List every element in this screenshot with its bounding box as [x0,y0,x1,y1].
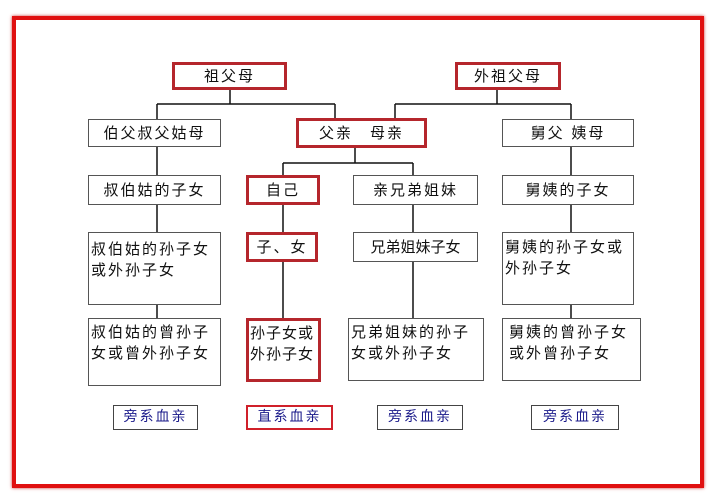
node-maternal-great-grandchildren: 舅姨的曾孙子女或外曾孙子女 [502,318,641,381]
line-maternal-grandparents [394,90,572,119]
node-grandchildren: 孙子女或外孙子女 [246,318,321,382]
diagram-frame [12,16,704,488]
node-self: 自己 [246,175,320,205]
line-parents [282,148,414,175]
node-siblings-children: 兄弟姐妹子女 [353,232,478,262]
node-siblings-grandchildren: 兄弟姐妹的孙子女或外孙子女 [348,318,484,381]
node-grandparents: 祖父母 [172,62,287,90]
node-paternal-cousins: 叔伯姑的子女 [88,175,221,205]
label-collateral: 旁系血亲 [531,405,619,430]
line-grandparents [156,90,336,119]
node-paternal-uncles-aunts: 伯父叔父姑母 [88,119,221,147]
node-maternal-grandparents: 外祖父母 [455,62,561,90]
node-maternal-cousins: 舅姨的子女 [502,175,634,205]
node-paternal-great-grandchildren: 叔伯姑的曾孙子女或曾外孙子女 [88,318,221,386]
node-maternal-cousins-children: 舅姨的孙子女或外孙子女 [502,232,634,305]
label-collateral: 旁系血亲 [113,405,198,430]
node-siblings: 亲兄弟姐妹 [353,175,478,205]
node-paternal-cousins-children: 叔伯姑的孙子女或外孙子女 [88,232,221,305]
node-children: 子、女 [246,232,318,262]
label-collateral: 旁系血亲 [377,405,463,430]
node-parents: 父亲 母亲 [296,118,427,148]
node-maternal-uncles-aunts: 舅父 姨母 [502,119,634,147]
label-lineal: 直系血亲 [246,405,333,430]
